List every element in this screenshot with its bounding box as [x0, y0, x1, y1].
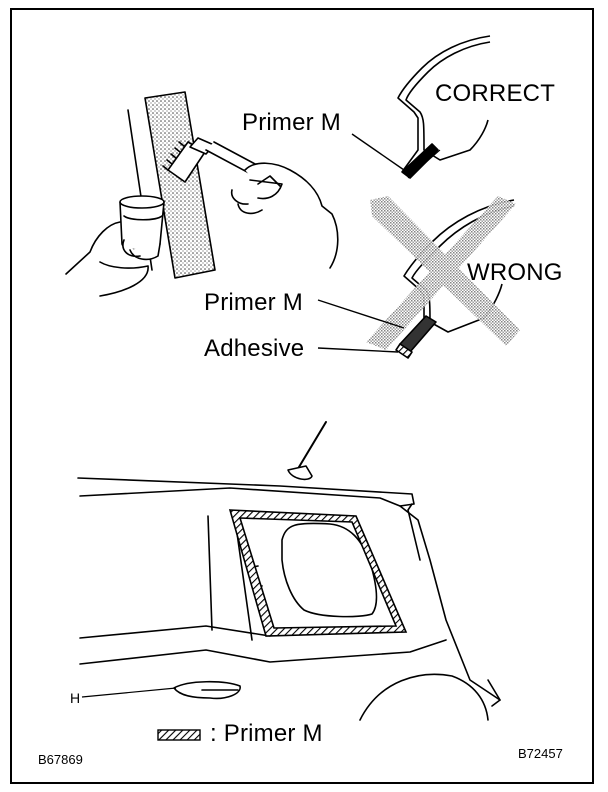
primer-m-label-top: Primer M	[242, 109, 341, 136]
wrong-label: WRONG	[467, 259, 563, 286]
primer-m-leader-mid	[317, 299, 405, 329]
correct-section-diagram	[397, 35, 491, 179]
correct-label: CORRECT	[435, 80, 556, 107]
primer-band-area	[228, 509, 408, 637]
primer-application-illustration	[65, 91, 339, 297]
legend-label: : Primer M	[210, 720, 323, 747]
legend-hatch-swatch	[157, 729, 201, 741]
primer-m-label-mid: Primer M	[204, 289, 303, 316]
figure-border	[10, 8, 594, 784]
vehicle-rear-quarter	[77, 421, 501, 721]
adhesive-label: Adhesive	[204, 335, 305, 362]
code-left: B67869	[38, 752, 83, 767]
marker-h-leader	[81, 687, 177, 698]
marker-h-label: H	[70, 690, 81, 706]
adhesive-leader	[317, 347, 399, 353]
code-right: B72457	[518, 746, 563, 761]
wrong-cross-mark	[366, 196, 520, 350]
primer-m-leader-top	[351, 133, 405, 171]
